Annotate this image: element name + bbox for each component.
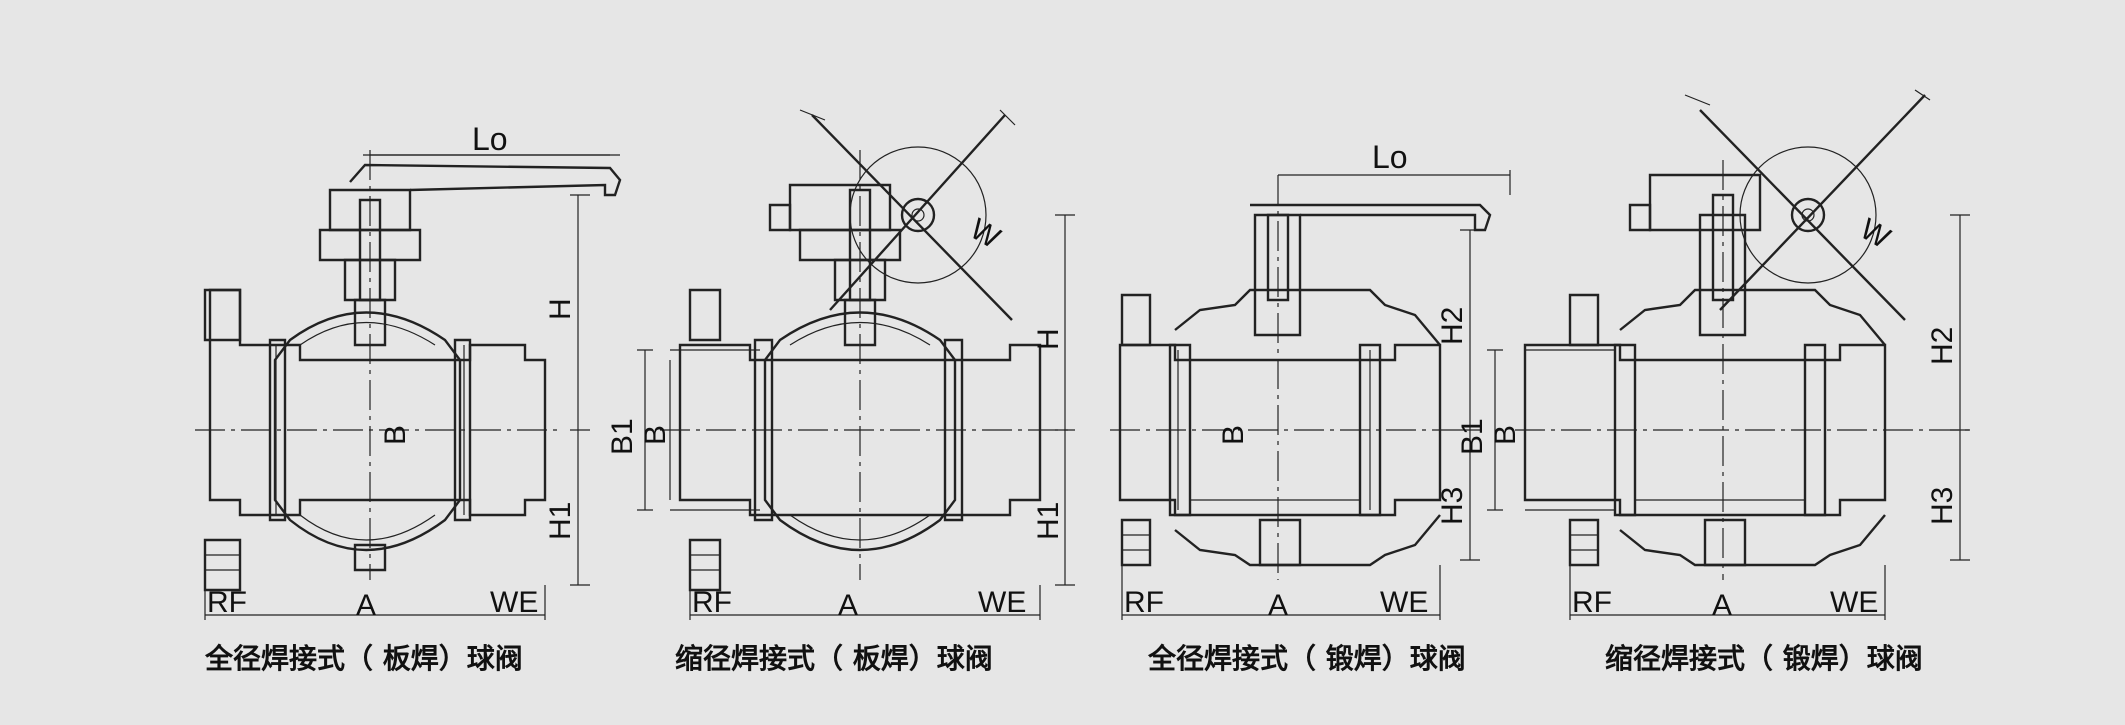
dim-label-b-4: B [1489,425,1522,445]
label-rf-2: RF [692,586,732,619]
label-a-1: A [356,589,376,622]
diagram-1: Lo H H1 B RF A WE 全径焊接式（ 板焊）球阀 [195,121,622,675]
dim-label-h1-2: H1 [1032,502,1065,540]
caption-2: 缩径焊接式（ 板焊）球阀 [675,642,993,675]
label-we-3: WE [1380,586,1428,619]
label-rf-4: RF [1572,586,1612,619]
label-a-3: A [1268,589,1288,622]
dim-label-b1-2: B1 [606,418,639,455]
diagram-4: W H2 H3 B1 B RF A WE 缩径焊接式（ 锻焊）球阀 [1456,89,1975,675]
label-rf-3: RF [1124,586,1164,619]
dim-label-lo-3: Lo [1372,139,1408,175]
dim-label-h-2: H [1032,328,1065,350]
dim-label-b-2: B [639,425,672,445]
label-rf-1: RF [207,586,247,619]
label-we-4: WE [1830,586,1878,619]
dim-label-h-1: H [544,298,577,320]
caption-4: 缩径焊接式（ 锻焊）球阀 [1605,642,1923,675]
dim-label-lo-1: Lo [472,121,508,157]
label-we-1: WE [490,586,538,619]
dim-label-b-3: B [1217,425,1250,445]
dim-label-h3-3: H3 [1436,487,1469,525]
label-a-4: A [1712,589,1732,622]
label-a-2: A [838,589,858,622]
diagram-3: Lo H2 H3 B RF A WE 全径焊接式（ 锻焊）球阀 [1110,139,1511,675]
label-we-2: WE [978,586,1026,619]
dim-label-h2-3: H2 [1436,307,1469,345]
dim-label-b-1: B [379,425,412,445]
caption-1: 全径焊接式（ 板焊）球阀 [204,642,523,675]
dim-label-h1-1: H1 [544,502,577,540]
dim-label-h2-4: H2 [1926,327,1959,365]
caption-3: 全径焊接式（ 锻焊）球阀 [1147,642,1466,675]
dim-label-b1-4: B1 [1456,418,1489,455]
dim-label-h3-4: H3 [1926,487,1959,525]
